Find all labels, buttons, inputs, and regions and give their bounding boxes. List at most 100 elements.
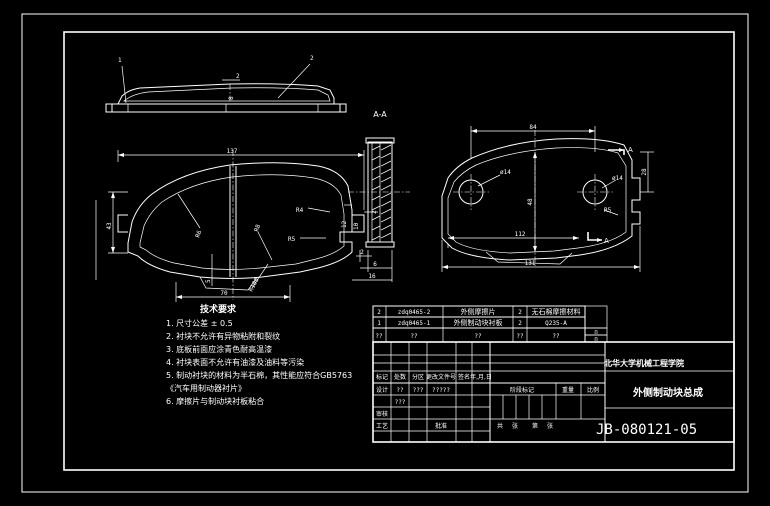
parts-col-material: ??	[552, 333, 560, 340]
back-dim-28: 28	[641, 168, 648, 176]
front-dim-137: 137	[227, 148, 238, 155]
top-view-dim-2: 2	[236, 73, 240, 80]
tb-rev-header-2: 分区	[412, 373, 424, 381]
parts-small-cell-1-text: п	[594, 329, 598, 336]
front-dim-R5: R5	[288, 236, 296, 243]
back-dim-84-arrow-r	[589, 129, 595, 133]
section-hatch-left	[371, 145, 381, 241]
tb-part-title: 外侧制动块总成	[632, 386, 703, 399]
tech-req-heading: 技术要求	[200, 303, 237, 315]
back-dim-84: 84	[529, 124, 537, 131]
front-dim-5: 5	[205, 279, 212, 283]
parts-row-1-no: 1	[377, 320, 381, 327]
tb-institution: 北华大学机械工程学院	[604, 358, 684, 368]
front-view-lower-notch	[199, 276, 257, 291]
front-view-left-tab	[117, 214, 128, 233]
top-view: 1 2 2 8	[105, 55, 347, 113]
front-r8-leader	[257, 231, 273, 261]
section-dim-12: 12	[341, 220, 348, 228]
sheet-inner-border	[63, 31, 735, 471]
front-dim-43: 43	[106, 222, 113, 230]
parts-row-2-qty: 2	[518, 309, 522, 316]
top-view-friction-inner	[123, 87, 331, 102]
tb-role-review-label: 审核	[376, 410, 388, 418]
tb-scale-header: 比例	[587, 386, 599, 394]
front-view: 137 43 70 R6 R4 R5 R8	[95, 148, 378, 302]
back-plate-lower-notch	[485, 251, 573, 265]
tb-role-design-label: 设计	[376, 386, 388, 394]
parts-row-1-qty: 2	[518, 320, 522, 327]
parts-col-code: ??	[410, 333, 418, 340]
back-plate-hole-left-leader	[477, 174, 501, 187]
back-dim-84-arrow-l	[471, 129, 477, 133]
tb-role-approve-label: 批准	[435, 422, 447, 430]
tb-weight-header: 重量	[562, 386, 574, 394]
back-plate-dia-right: ø14	[612, 175, 623, 182]
back-plate-hole-right-leader	[601, 179, 617, 189]
tb-rev-header-0: 标记	[376, 373, 388, 381]
front-dim-R6: R6	[194, 229, 203, 239]
front-dim-43-arrow-top	[111, 192, 115, 198]
front-dim-137-arrow-right	[358, 153, 364, 157]
back-dim-131: 131	[525, 260, 536, 267]
back-plate-outer-profile	[441, 138, 641, 261]
tb-rev-header-4: 签名	[458, 373, 470, 381]
tb-role-row2-value: ???	[395, 399, 406, 406]
back-dim-131-arrow-l	[442, 265, 448, 269]
balloon-label-2: 2	[310, 55, 314, 62]
back-dim-R5: R5	[604, 207, 612, 214]
back-plate-view: ø14 ø14 84 48 28	[441, 124, 654, 272]
front-dim-R4: R4	[296, 207, 304, 214]
tech-req-item-2: 2. 衬块不允许有异物粘附和裂纹	[166, 331, 280, 341]
top-view-right-lug	[340, 103, 347, 113]
section-view-label: A-A	[373, 110, 387, 119]
leader-line-1	[121, 65, 127, 104]
section-mark-label-a-bot: A	[604, 237, 609, 245]
title-block: 标记 处数 分区 更改文件号 签名 年,月,日 设计 ?? ??? ????? …	[372, 341, 735, 443]
tb-sheet-label-2: 第	[532, 422, 538, 430]
tech-req-item-5: 5. 制动衬块的材料为半石棉，其性能应符合GB5763	[166, 370, 352, 380]
tech-req-item-1: 1. 尺寸公差 ± 0.5	[166, 318, 233, 328]
parts-row-2-material: 无石棉摩擦材料	[532, 307, 581, 316]
back-dim-112: 112	[515, 231, 526, 238]
parts-row-1-material: Q235-A	[545, 320, 567, 327]
front-dim-R100: R100	[248, 277, 261, 293]
balloon-label-1: 1	[118, 57, 122, 64]
tech-req-item-6: 6. 摩擦片与制动块衬板粘合	[166, 396, 264, 406]
back-dim-112-arrow-l	[448, 236, 454, 240]
back-plate-dia-left: ø14	[500, 169, 511, 176]
front-view-right-tab	[352, 214, 365, 233]
tech-req-item-5b: 《汽车用制动器衬片》	[166, 383, 246, 393]
section-mark-a-bot	[587, 232, 602, 241]
tech-req-item-4: 4. 衬块表面不允许有油漆及油料等污染	[166, 357, 304, 367]
tech-req-item-3: 3. 底板前面应涂青色耐高温漆	[166, 344, 272, 354]
front-view-outer-profile	[127, 162, 353, 279]
parts-list: 2 zdq0465-2 外侧摩擦片 2 无石棉摩擦材料 1 zdq0465-1 …	[372, 305, 608, 343]
section-mark-a-bot-arrow	[597, 238, 602, 242]
section-top-cap	[365, 137, 395, 144]
back-plate-inner-profile	[447, 147, 627, 254]
section-dim-16: 16	[368, 273, 376, 280]
section-dim-2: 2	[360, 249, 364, 256]
leader-line-2	[277, 63, 311, 99]
section-bottom-cap	[365, 241, 395, 248]
parts-row-1-name: 外侧制动块衬板	[454, 318, 503, 327]
front-dim-70-arrow-right	[284, 295, 290, 299]
sheet-outer-border	[21, 13, 749, 493]
parts-col-no: ??	[375, 333, 383, 340]
parts-row-2-no: 2	[377, 309, 381, 316]
section-dim-6: 6	[373, 261, 377, 268]
section-hatch-right	[380, 144, 392, 239]
title-block-outline	[372, 341, 735, 443]
front-dim-R8: R8	[253, 223, 262, 232]
parts-small-cell-2-text: п	[594, 336, 598, 343]
front-dim-137-arrow-left	[118, 153, 124, 157]
parts-row-2-code: zdq0465-2	[398, 309, 431, 316]
front-dim-43-arrow-bot	[111, 247, 115, 253]
tb-rev-header-5: 年,月,日	[470, 373, 492, 381]
front-dim-70: 70	[220, 290, 228, 297]
tb-sheet-label-0: 共	[497, 422, 503, 430]
front-r4-leader	[307, 207, 331, 213]
